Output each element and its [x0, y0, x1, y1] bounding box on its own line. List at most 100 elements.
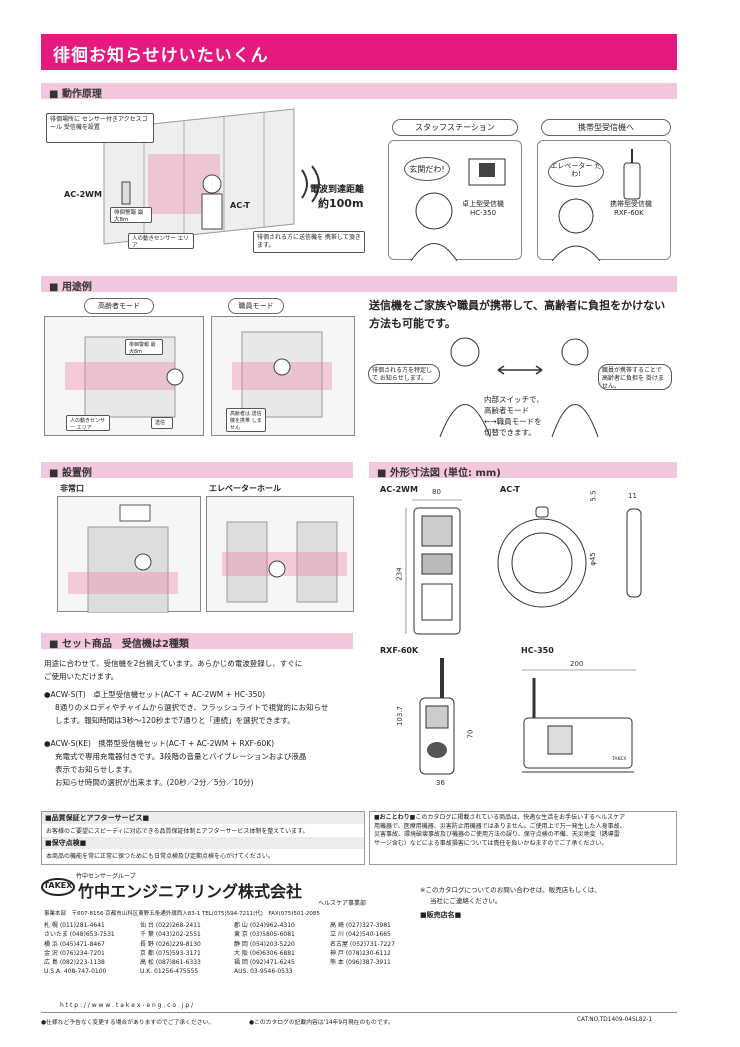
- section-header-install: 設置例: [41, 462, 353, 478]
- spec-change-note: ●仕様など予告なく変更する場合がありますのでご了承ください。: [41, 1020, 215, 1026]
- notice-box: ■おことわり■このカタログに掲載されている商品は、快適な生活をお手伝いするヘルス…: [369, 811, 677, 865]
- office: U.S.A. 408-747-0100: [44, 968, 107, 976]
- website-link[interactable]: h t t p : / / w w w . t a k e x - e n g …: [60, 1002, 194, 1009]
- usage-staff-no-carry-label: 高齢者は 送信機を携帯 しません: [226, 408, 266, 432]
- usage-alarm-label: 徘徊警報 最大8m: [125, 339, 163, 355]
- dim-w80: 80: [432, 488, 441, 496]
- department: ヘルスケア事業部: [318, 900, 367, 907]
- speech-bubble-entrance: 玄関だわ!: [404, 157, 450, 181]
- office: 仙 台 (022)268-2411: [140, 922, 201, 929]
- set-item1-line2: します。報知時間は3秒～120秒まで7通りと「連続」を選択できます。: [55, 716, 295, 725]
- set-item2-line1: 充電式で専用充電器付きです。3段階の音量とバイブレーションおよび液晶: [55, 752, 307, 761]
- maintenance-text: 本商品の機能を常に正常に保つためにも日常点検及び定期点検を心がけてください。: [46, 853, 274, 860]
- office: 名古屋 (052)731-7227: [330, 940, 395, 948]
- install-note: 徘徊場所に センサー付きアクセスコール 受信機を設置: [46, 113, 154, 143]
- set-item2-title: ●ACW-S(KE) 携帯型受信機セット(AC-T + AC-2WM + RXF…: [44, 739, 275, 748]
- usage-headline-2: 方法も可能です。: [369, 317, 456, 330]
- staff-phone-drawing: [551, 149, 641, 262]
- note-identify: 徘徊される方を特定して お知らせします。: [368, 364, 440, 384]
- takex-logo: TAKEX: [41, 878, 75, 896]
- notice-line-4: サージ含む）などによる事故損害については責任を負いかねますのでご了承ください。: [374, 840, 608, 848]
- set-item1-line1: 8通りのメロディやチャイムから選択でき、フラッシュライトで視覚的にお知らせ: [55, 703, 329, 712]
- dim-rxf-label: RXF-60K: [380, 646, 419, 655]
- usage-headline-1: 送信機をご家族や職員が携帯して、高齢者に負担をかけない: [369, 299, 666, 312]
- set-item1-title: ●ACW-S(T) 卓上型受信機セット(AC-T + AC-2WM + HC-3…: [44, 690, 266, 699]
- nurse-drawing: [410, 158, 506, 262]
- offices-col-4: 高 崎 (027)327-3981 立 川 (042)540-1665 名古屋 …: [330, 921, 418, 967]
- dim-w11: 11: [628, 492, 637, 500]
- hc350-brand: TAKEX: [612, 757, 627, 762]
- office: 広 島 (082)223-1138: [44, 959, 105, 967]
- switch-text-2: 高齢者モード: [484, 406, 529, 415]
- rxf60k-label: RXF-60K: [614, 209, 644, 217]
- office: 札 幌 (011)281-4641: [44, 922, 105, 929]
- emergency-exit-illustration: [57, 496, 201, 614]
- desk-receiver-label: 卓上型受信機: [462, 200, 504, 208]
- offices-col-2: 仙 台 (022)268-2411 千 葉 (043)202-2551 長 野 …: [140, 921, 230, 977]
- office: 高 松 (087)861-6333: [140, 959, 201, 967]
- ac2wm-drawing: [400, 496, 480, 638]
- office: さいたま (048)653-7531: [44, 931, 115, 939]
- inquiry-line-2: 当社にご連絡ください。: [430, 897, 502, 905]
- notice-heading: ■おことわり■: [374, 814, 416, 821]
- office: AUS. 03-9546-0533: [234, 968, 293, 976]
- company-name: 竹中エンジニアリング株式会社: [78, 882, 303, 901]
- dim-phi45: φ45: [588, 552, 597, 566]
- catalog-number: CAT.NO.TD1409-04SL82-1: [577, 1017, 653, 1023]
- office: 高 崎 (027)327-3981: [330, 922, 391, 929]
- staff-station-label: スタッフステーション: [392, 119, 518, 136]
- switch-text-3: ←→職員モードを: [484, 417, 542, 426]
- catalog-date-note: ●このカタログの記載内容は'14年9月現在のものです。: [249, 1020, 394, 1026]
- notice-line-1: このカタログに掲載されている商品は、快適な生活をお手伝いするヘルスケア: [415, 814, 626, 821]
- office: 長 野 (026)229-8130: [140, 940, 201, 948]
- usage-sending-label: 送信: [151, 417, 173, 429]
- range-value: 約100m: [318, 197, 364, 210]
- switch-text-4: 切替できます。: [484, 428, 536, 437]
- mode-switch-illustration: [430, 332, 610, 442]
- portable-receiver-label: 携帯型受信機: [610, 200, 652, 208]
- radio-waves-icon: [294, 164, 352, 204]
- range-label: 電波到達距離: [310, 185, 365, 195]
- inquiry-line-1: ※このカタログについてのお問い合わせは、販売店もしくは、: [420, 886, 601, 894]
- dim-h1037: 103.7: [396, 705, 405, 727]
- office: 神 戸 (078)230-6112: [330, 949, 391, 957]
- offices-col-1: 札 幌 (011)281-4641 さいたま (048)653-7531 横 浜…: [44, 921, 134, 977]
- office: 福 岡 (092)471-6245: [234, 959, 295, 967]
- set-intro-2: ご使用いただけます。: [44, 672, 119, 681]
- dim-w200: 200: [570, 660, 584, 668]
- office: 静 岡 (054)203-5220: [234, 940, 295, 948]
- emergency-exit-label: 非常口: [60, 484, 84, 493]
- section-header-usage: 用途例: [41, 276, 677, 292]
- alarm-range-label: 徘徊警報 最大8m: [110, 207, 152, 223]
- speech-bubble-elevator: エレベーター だわ!: [548, 157, 604, 187]
- section-header-set: セット商品 受信機は2種類: [41, 633, 353, 649]
- set-intro-1: 用途に合わせて、受信機を2台揃えています。あらかじめ電波登録し、すぐに: [44, 659, 303, 668]
- sensor-area-label: 人の動きセンサー エリア: [128, 233, 194, 249]
- office: 京 都 (075)593-3171: [140, 949, 201, 957]
- dealer-label: ■販売店名■: [420, 911, 462, 919]
- elderly-mode-label: 高齢者モード: [84, 298, 154, 314]
- office: 金 沢 (076)234-7201: [44, 949, 105, 957]
- elevator-hall-label: エレベーターホール: [209, 484, 281, 493]
- dim-h234: 234: [395, 567, 404, 581]
- office: 大 阪 (06)6306-6881: [234, 949, 295, 957]
- dim-ac2wm-label: AC-2WM: [380, 485, 418, 494]
- act-label: AC-T: [230, 201, 250, 210]
- usage-sensor-label: 人の動きセンサー エリア: [66, 415, 110, 431]
- dim-h70: 70: [466, 729, 475, 739]
- section-header-dimensions: 外形寸法図 (単位: mm): [369, 462, 677, 478]
- office: 東 京 (03)5805-6081: [234, 931, 295, 939]
- set-item2-line3: お知らせ時間の選択が出来ます。(20秒／2分／5分／10分): [55, 778, 254, 787]
- office: 立 川 (042)540-1665: [330, 931, 391, 939]
- hc350-drawing: [518, 668, 640, 780]
- ac2wm-label: AC-2WM: [64, 190, 102, 199]
- carry-note: 徘徊される方に送信機を 携帯して頂きます。: [253, 231, 365, 253]
- switch-text-1: 内部スイッチで、: [484, 395, 544, 404]
- group-name: 竹中センサーグループ: [76, 873, 136, 880]
- dim-hc350-label: HC-350: [521, 646, 554, 655]
- dim-act-label: AC-T: [500, 485, 520, 494]
- warranty-heading: ■品質保証とアフターサービス■: [42, 812, 364, 824]
- set-item2-line2: 表示でお知らせします。: [55, 765, 137, 774]
- notice-line-3: 災害事故、環境破壊事故及び機器のご使用方法の誤り、保守点検の不備、天災地変（誘導…: [374, 831, 620, 839]
- hc350-label: HC-350: [470, 209, 497, 217]
